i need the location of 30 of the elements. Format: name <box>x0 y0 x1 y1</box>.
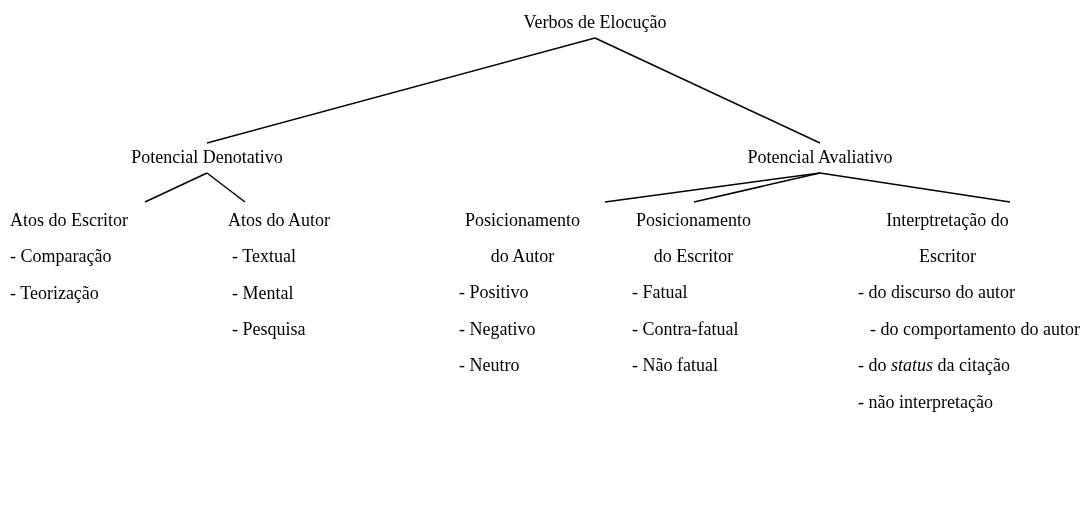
category-label: Potencial Denotativo <box>97 143 317 171</box>
list-item: - do discurso do autor <box>858 281 1016 304</box>
list-item: - Não fatual <box>631 354 719 377</box>
tree-line <box>604 172 821 203</box>
category-heading: Posicionamento do Escritor <box>635 209 752 268</box>
tree-line <box>819 172 1011 203</box>
category-label: Verbos de Elocução <box>495 8 695 36</box>
tree-line <box>693 172 821 203</box>
category-heading: Interptretação do Escritor <box>885 209 1010 268</box>
tree-line <box>206 172 246 203</box>
tree-line <box>144 172 208 203</box>
list-item: - Neutro <box>458 354 521 377</box>
list-item: - Mental <box>231 281 295 305</box>
list-item: - do comportamento do autor <box>869 317 1080 341</box>
list-item: - do status da citação <box>858 354 1011 377</box>
list-item: - Contra-fatual <box>631 317 740 341</box>
tree-line <box>594 37 821 144</box>
category-label: Potencial Avaliativo <box>710 143 930 171</box>
category-heading: Atos do Escritor <box>10 209 129 232</box>
list-item: - não interpretação <box>858 390 994 414</box>
tree-line <box>206 37 596 144</box>
list-item: - Fatual <box>631 281 689 304</box>
category-heading: Posicionamento do Autor <box>464 209 581 268</box>
list-item: - Negativo <box>458 317 537 341</box>
list-item: - Textual <box>231 245 297 268</box>
list-item: - Pesquisa <box>231 318 307 341</box>
list-item: - Teorização <box>10 281 100 305</box>
list-item: - Positivo <box>458 281 530 304</box>
list-item: - Comparação <box>10 245 113 268</box>
category-heading: Atos do Autor <box>228 209 331 232</box>
